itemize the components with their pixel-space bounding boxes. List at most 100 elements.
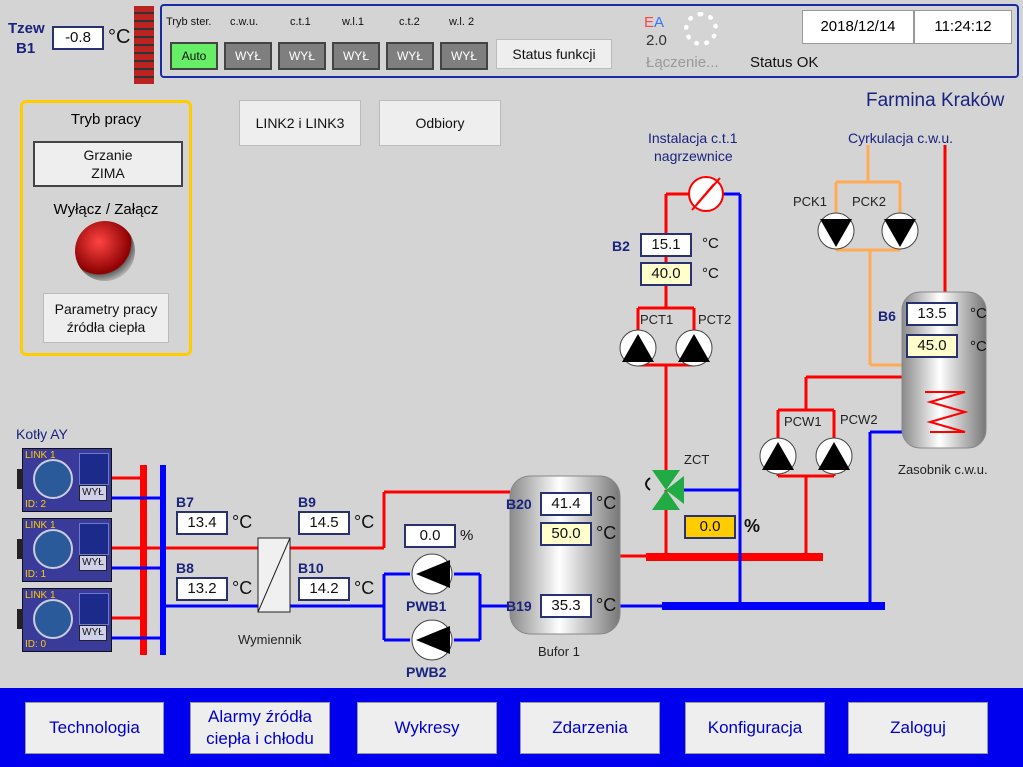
pump-pwb1-label: PWB1 xyxy=(406,598,447,614)
mode-auto-button[interactable]: Auto xyxy=(170,42,218,70)
sensor-b10-value: 14.2 xyxy=(298,577,350,601)
sensor-b19-value: 35.3 xyxy=(540,594,592,618)
sensor-b2-value: 15.1 xyxy=(640,233,692,257)
boiler-state: WYŁ xyxy=(79,485,107,501)
sensor-b6-setpoint[interactable]: 45.0 xyxy=(906,334,958,358)
header-col-wl2: w.l. 2 xyxy=(449,16,475,28)
zct-valve[interactable] xyxy=(650,468,686,512)
brick-wall-icon xyxy=(134,6,154,84)
outdoor-temp-unit: °C xyxy=(108,26,131,48)
sensor-b20-setpoint[interactable]: 50.0 xyxy=(540,522,592,546)
nav-technologia[interactable]: Technologia xyxy=(25,702,164,754)
piping-diagram xyxy=(112,145,987,661)
pump-pct1[interactable] xyxy=(620,330,656,366)
nav-wykresy[interactable]: Wykresy xyxy=(357,702,497,754)
work-mode-panel: Tryb pracy Grzanie ZIMA Wyłącz / Załącz … xyxy=(20,100,192,356)
sensor-tag-b7: B7 xyxy=(176,494,194,510)
control-status-bar: Tryb ster. c.w.u. c.t.1 w.l.1 c.t.2 w.l.… xyxy=(160,4,1019,78)
pwb-value: 0.0 xyxy=(404,524,456,548)
odbiory-button[interactable]: Odbiory xyxy=(379,100,501,146)
pwb-unit: % xyxy=(460,527,474,544)
header-col-cwu: c.w.u. xyxy=(230,16,259,28)
sensor-b10-unit: °C xyxy=(354,578,375,598)
loading-spinner-icon xyxy=(684,12,718,46)
boilers-title: Kotły AY xyxy=(16,426,68,442)
sensor-b9-value: 14.5 xyxy=(298,511,350,535)
pump-pcw2[interactable] xyxy=(816,438,852,474)
boiler-id: ID: 2 xyxy=(25,499,47,510)
header-col-ct1: c.t.1 xyxy=(290,16,311,28)
pump-pwb1[interactable] xyxy=(412,554,452,594)
heating-mode-button[interactable]: Grzanie ZIMA xyxy=(33,141,183,187)
sensor-b6-unit: °C xyxy=(970,305,987,322)
fan-icon xyxy=(33,529,73,569)
nav-alarms[interactable]: Alarmy źródła ciepła i chłodu xyxy=(190,702,330,754)
return-manifold xyxy=(160,465,166,655)
sensor-tag-b10: B10 xyxy=(298,560,324,576)
outdoor-temp-value: -0.8 xyxy=(52,26,104,50)
source-params-line2: źródła ciepła xyxy=(66,319,146,335)
pump-pwb2[interactable] xyxy=(412,620,452,660)
sensor-b20-value: 41.4 xyxy=(540,492,592,516)
source-params-button[interactable]: Parametry pracy źródła ciepła xyxy=(43,293,169,343)
link2-link3-button[interactable]: LINK2 i LINK3 xyxy=(239,100,361,146)
nav-zdarzenia[interactable]: Zdarzenia xyxy=(520,702,660,754)
sensor-tag-b2: B2 xyxy=(612,238,630,254)
circulation-title: Cyrkulacja c.w.u. xyxy=(848,130,954,146)
system-status: Status OK xyxy=(750,54,819,71)
heating-mode-line2: ZIMA xyxy=(91,165,125,181)
mode-ct1-button[interactable]: WYŁ xyxy=(278,42,326,70)
sensor-b8-unit: °C xyxy=(232,578,253,598)
time-display: 11:24:12 xyxy=(914,10,1012,44)
supply-manifold xyxy=(140,465,147,655)
ct1-title-line1: Instalacja c.t.1 xyxy=(648,130,738,146)
sensor-tag-b8: B8 xyxy=(176,560,194,576)
boiler-id: ID: 0 xyxy=(25,639,47,650)
pump-pct2-label: PCT2 xyxy=(698,312,732,327)
sensor-tag-b6: B6 xyxy=(878,308,896,324)
sensor-b9-unit: °C xyxy=(354,512,375,532)
exchanger-label: Wymiennik xyxy=(238,632,302,647)
header-col-ct2: c.t.2 xyxy=(399,16,420,28)
pump-pct1-label: PCT1 xyxy=(640,312,674,327)
sensor-b7-value: 13.4 xyxy=(176,511,228,535)
source-params-line1: Parametry pracy xyxy=(54,301,158,317)
boiler-unit[interactable]: LINK 1 ID: 2 WYŁ xyxy=(17,448,112,512)
sensor-b7-unit: °C xyxy=(232,512,253,532)
nav-zaloguj[interactable]: Zaloguj xyxy=(848,702,988,754)
pump-pct2[interactable] xyxy=(676,330,712,366)
pump-pck1-label: PCK1 xyxy=(793,194,827,209)
pump-pck1[interactable] xyxy=(818,213,854,249)
zct-unit: % xyxy=(744,516,761,536)
pump-pck2-label: PCK2 xyxy=(852,194,886,209)
sensor-b2-setpoint[interactable]: 40.0 xyxy=(640,262,692,286)
pump-pck2[interactable] xyxy=(882,213,918,249)
power-toggle-button[interactable] xyxy=(75,221,135,281)
sensor-tag-b9: B9 xyxy=(298,494,316,510)
pump-pcw1[interactable] xyxy=(760,438,796,474)
boiler-link: LINK 1 xyxy=(25,590,56,601)
sensor-tag-b19: B19 xyxy=(506,598,532,614)
boiler-id: ID: 1 xyxy=(25,569,47,580)
sensor-b20-unit: °C xyxy=(596,493,617,513)
version-label: 2.0 xyxy=(646,32,667,49)
fan-icon xyxy=(33,459,73,499)
pump-pcw2-label: PCW2 xyxy=(840,412,878,427)
status-function-button[interactable]: Status funkcji xyxy=(496,39,612,69)
pump-pwb2-label: PWB2 xyxy=(406,664,447,680)
mode-wl1-button[interactable]: WYŁ xyxy=(332,42,380,70)
ct1-title-line2: nagrzewnice xyxy=(654,148,733,164)
boiler-unit[interactable]: LINK 1 ID: 1 WYŁ xyxy=(17,518,112,582)
site-name: Farmina Kraków xyxy=(866,90,1005,111)
boiler-unit[interactable]: LINK 1 ID: 0 WYŁ xyxy=(17,588,112,652)
fan-icon xyxy=(33,599,73,639)
boiler-link: LINK 1 xyxy=(25,450,56,461)
mode-wl2-button[interactable]: WYŁ xyxy=(440,42,488,70)
ea-logo: EA xyxy=(644,14,665,31)
sensor-b2-setpoint-unit: °C xyxy=(702,265,719,282)
mode-ct2-button[interactable]: WYŁ xyxy=(386,42,434,70)
mode-cwu-button[interactable]: WYŁ xyxy=(224,42,272,70)
nav-konfiguracja[interactable]: Konfiguracja xyxy=(685,702,825,754)
heating-mode-line1: Grzanie xyxy=(83,147,133,163)
boiler-state: WYŁ xyxy=(79,555,107,571)
